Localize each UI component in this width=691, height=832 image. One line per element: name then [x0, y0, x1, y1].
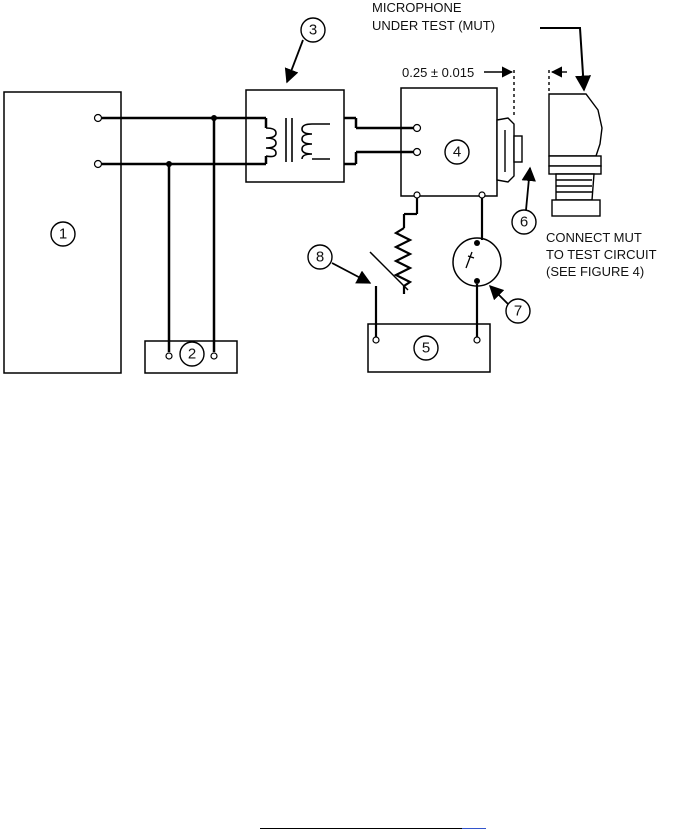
unit-4-terminal-c — [413, 191, 421, 199]
junction-dot-bottom — [166, 161, 172, 167]
transformer-coils — [265, 118, 330, 162]
unit-1-terminal-top — [93, 113, 103, 123]
dimension-markers — [484, 66, 567, 118]
callout-3-text: 3 — [309, 22, 317, 39]
callout-6: 6 — [511, 209, 537, 235]
meter-7-bottom-dot — [474, 278, 480, 284]
unit-1-box — [3, 91, 122, 374]
unit-4-box — [400, 87, 498, 197]
callout-8: 8 — [307, 244, 333, 270]
unit-4-terminal-b — [412, 147, 422, 157]
unit-5-box — [367, 323, 491, 373]
unit-2-terminal-left — [165, 352, 173, 360]
connect-note-line-1: CONNECT MUT — [546, 230, 642, 245]
meter-7-top-dot — [474, 240, 480, 246]
microphone-under-test — [548, 93, 603, 217]
callout-4: 4 — [444, 139, 470, 165]
connect-note-line-3: (SEE FIGURE 4) — [546, 264, 644, 279]
callout-3: 3 — [300, 17, 326, 43]
unit-5-terminal-left — [372, 336, 380, 344]
connect-note-line-2: TO TEST CIRCUIT — [546, 247, 657, 262]
callout-5-text: 5 — [422, 340, 430, 357]
unit-1-terminal-bottom — [93, 159, 103, 169]
callout-7-leader — [488, 284, 509, 305]
callout-6-text: 6 — [520, 214, 528, 231]
callout-8-leader — [331, 262, 372, 284]
junction-dot-top — [211, 115, 217, 121]
callout-4-text: 4 — [453, 144, 461, 161]
mut-label-line-1: MICROPHONE — [372, 0, 462, 15]
unit-2-terminal-right — [210, 352, 218, 360]
wiring-transformer-unit4 — [344, 116, 414, 166]
unit-2-box — [144, 340, 238, 374]
callout-5: 5 — [413, 335, 439, 361]
callout-8-text: 8 — [316, 249, 324, 266]
callout-1: 1 — [50, 221, 76, 247]
wiring-unit4-meter-unit5 — [475, 198, 484, 340]
dimension-label: 0.25 ± 0.015 — [402, 65, 474, 80]
wiring-unit1-transformer — [102, 116, 268, 352]
unit-4-terminal-a — [412, 123, 422, 133]
callout-1-text: 1 — [59, 226, 67, 243]
callout-6-leader — [521, 166, 536, 211]
unit-5-terminal-right — [473, 336, 481, 344]
mut-label-line-2: UNDER TEST (MUT) — [372, 18, 495, 33]
callout-2-text: 2 — [188, 346, 196, 363]
callout-7-text: 7 — [514, 303, 522, 320]
callout-3-leader — [284, 39, 304, 84]
mut-label-arrow — [540, 27, 592, 92]
footer-rule — [260, 828, 486, 829]
callout-2: 2 — [179, 341, 205, 367]
wiring-unit4-resistor — [374, 198, 419, 340]
callout-7: 7 — [505, 298, 531, 324]
footer-link-underline[interactable] — [462, 828, 486, 829]
unit-4-terminal-d — [478, 191, 486, 199]
transformer-3-box — [245, 89, 345, 183]
coupler-6 — [496, 117, 523, 183]
resistor-8-wiper — [369, 251, 409, 291]
meter-7-needle — [465, 251, 475, 269]
